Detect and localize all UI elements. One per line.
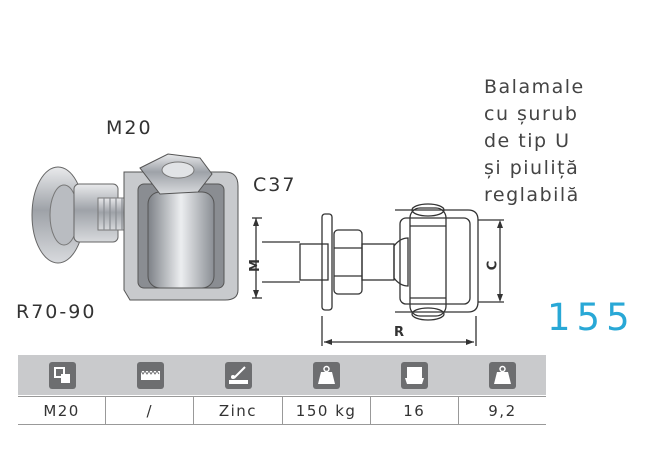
product-photo [31,153,239,301]
technical-drawing [252,203,504,346]
thread-label: M20 [106,117,153,139]
unit-weight-icon [488,361,516,389]
spec-packaging: 16 [369,397,458,424]
spec-icon-cell [282,355,370,395]
spec-unit-weight: 9,2 [457,397,546,424]
spec-length: / [105,397,193,424]
spec-load: 150 kg [281,397,370,424]
length-icon [136,361,164,389]
spec-icon-cell [370,355,458,395]
spec-icon-cell [18,355,106,395]
spec-values-row: M20 / Zinc 150 kg 16 9,2 [18,396,546,425]
range-label: R70-90 [16,301,97,323]
dimension-m: M [247,259,263,272]
dimension-c: C [485,260,501,271]
packaging-icon [400,361,428,389]
spec-icon-cell [194,355,282,395]
load-weight-icon [312,361,340,389]
product-title: Balamale cu șurub de tip U și piuliță re… [484,76,585,206]
spec-finish: Zinc [193,397,281,424]
spec-icon-cell [106,355,194,395]
spec-thread-size: M20 [43,401,80,420]
spec-icon-cell [458,355,546,395]
bracket-label: C37 [253,174,297,196]
dimension-r: R [394,325,405,340]
page-number: 155 [547,296,636,339]
spec-icon-bar [18,355,546,395]
finish-icon [224,361,252,389]
thread-size-icon [48,361,76,389]
